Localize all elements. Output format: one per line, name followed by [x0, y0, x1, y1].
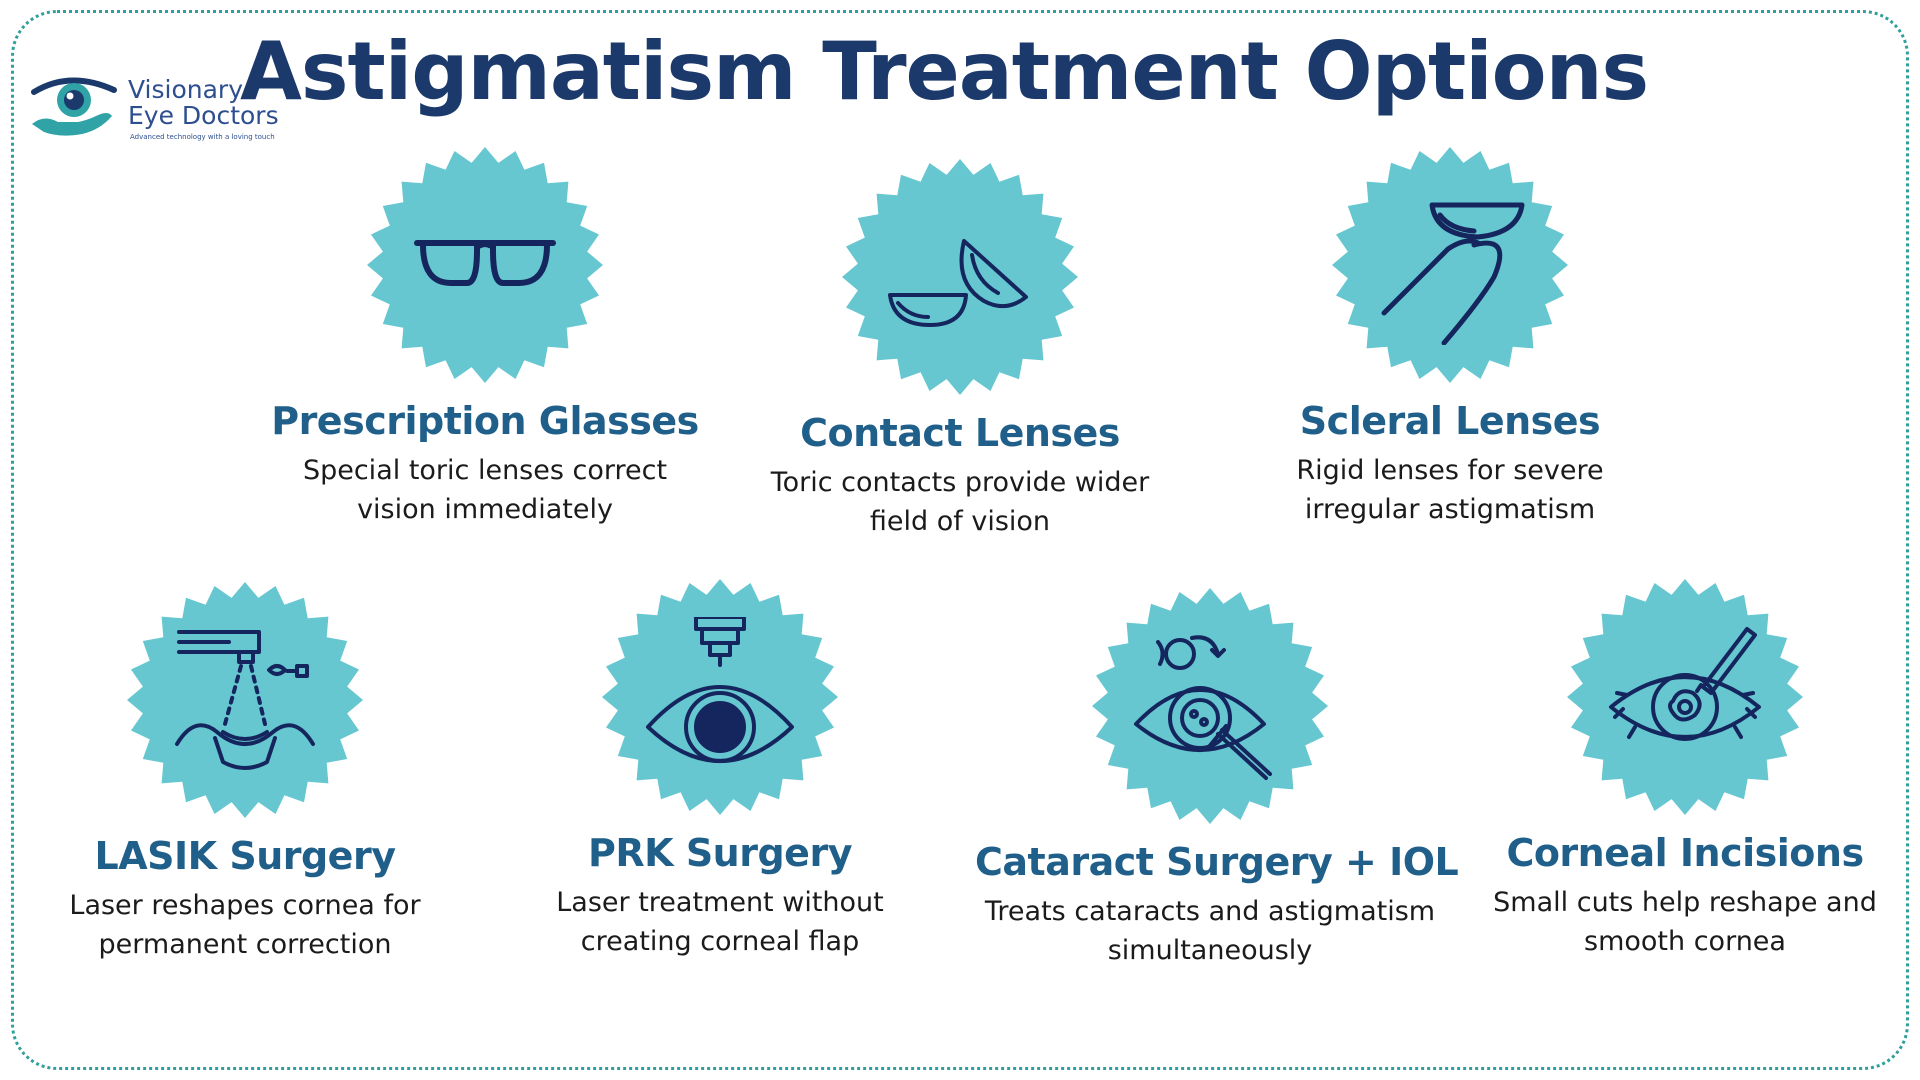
- scalpel-eye-icon: [1609, 627, 1761, 741]
- visionary-eye-doctors-logo: Visionary Eye Doctors Advanced technolog…: [30, 72, 290, 154]
- badge: [1565, 577, 1805, 817]
- laser-eye-surgery-icon: [175, 630, 315, 770]
- page-title: Astigmatism Treatment Options: [240, 25, 1649, 118]
- logo-name-line2: Eye Doctors: [128, 101, 279, 130]
- eye-in-hand-icon: [31, 77, 117, 136]
- option-title: PRK Surgery: [588, 831, 852, 875]
- option-corneal-incisions: Corneal Incisions Small cuts help reshap…: [1450, 577, 1920, 961]
- option-title: Prescription Glasses: [271, 399, 699, 443]
- badge: [1090, 586, 1330, 826]
- logo-tagline: Advanced technology with a loving touch: [130, 133, 275, 141]
- badge: [600, 577, 840, 817]
- badge: [125, 580, 365, 820]
- contact-lenses-icon: [888, 239, 1028, 327]
- laser-over-eye-icon: [646, 617, 794, 763]
- badge: [840, 157, 1080, 397]
- logo-name-line1: Visionary: [128, 75, 244, 104]
- option-cataract-surgery-iol: Cataract Surgery + IOL Treats cataracts …: [975, 586, 1459, 970]
- starburst-badge-shape: [842, 159, 1078, 395]
- option-prescription-glasses: Prescription Glasses Special toric lense…: [250, 145, 720, 529]
- badge: [365, 145, 605, 385]
- option-title: Scleral Lenses: [1299, 399, 1601, 443]
- option-title: Corneal Incisions: [1506, 831, 1864, 875]
- starburst-badge-shape: [1092, 588, 1328, 824]
- lens-replacement-eye-icon: [1134, 635, 1272, 780]
- badge: [1330, 145, 1570, 385]
- scleral-lens-on-finger-icon: [1381, 202, 1525, 345]
- starburst-badge-shape: [367, 147, 603, 383]
- option-title: LASIK Surgery: [94, 834, 396, 878]
- starburst-badge-shape: [602, 579, 838, 815]
- starburst-badge-shape: [1567, 579, 1803, 815]
- option-contact-lenses: Contact Lenses Toric contacts provide wi…: [725, 157, 1195, 541]
- option-title: Cataract Surgery + IOL: [975, 840, 1459, 884]
- dotted-border-frame: [11, 10, 1909, 1070]
- glasses-icon: [414, 240, 556, 286]
- option-title: Contact Lenses: [800, 411, 1120, 455]
